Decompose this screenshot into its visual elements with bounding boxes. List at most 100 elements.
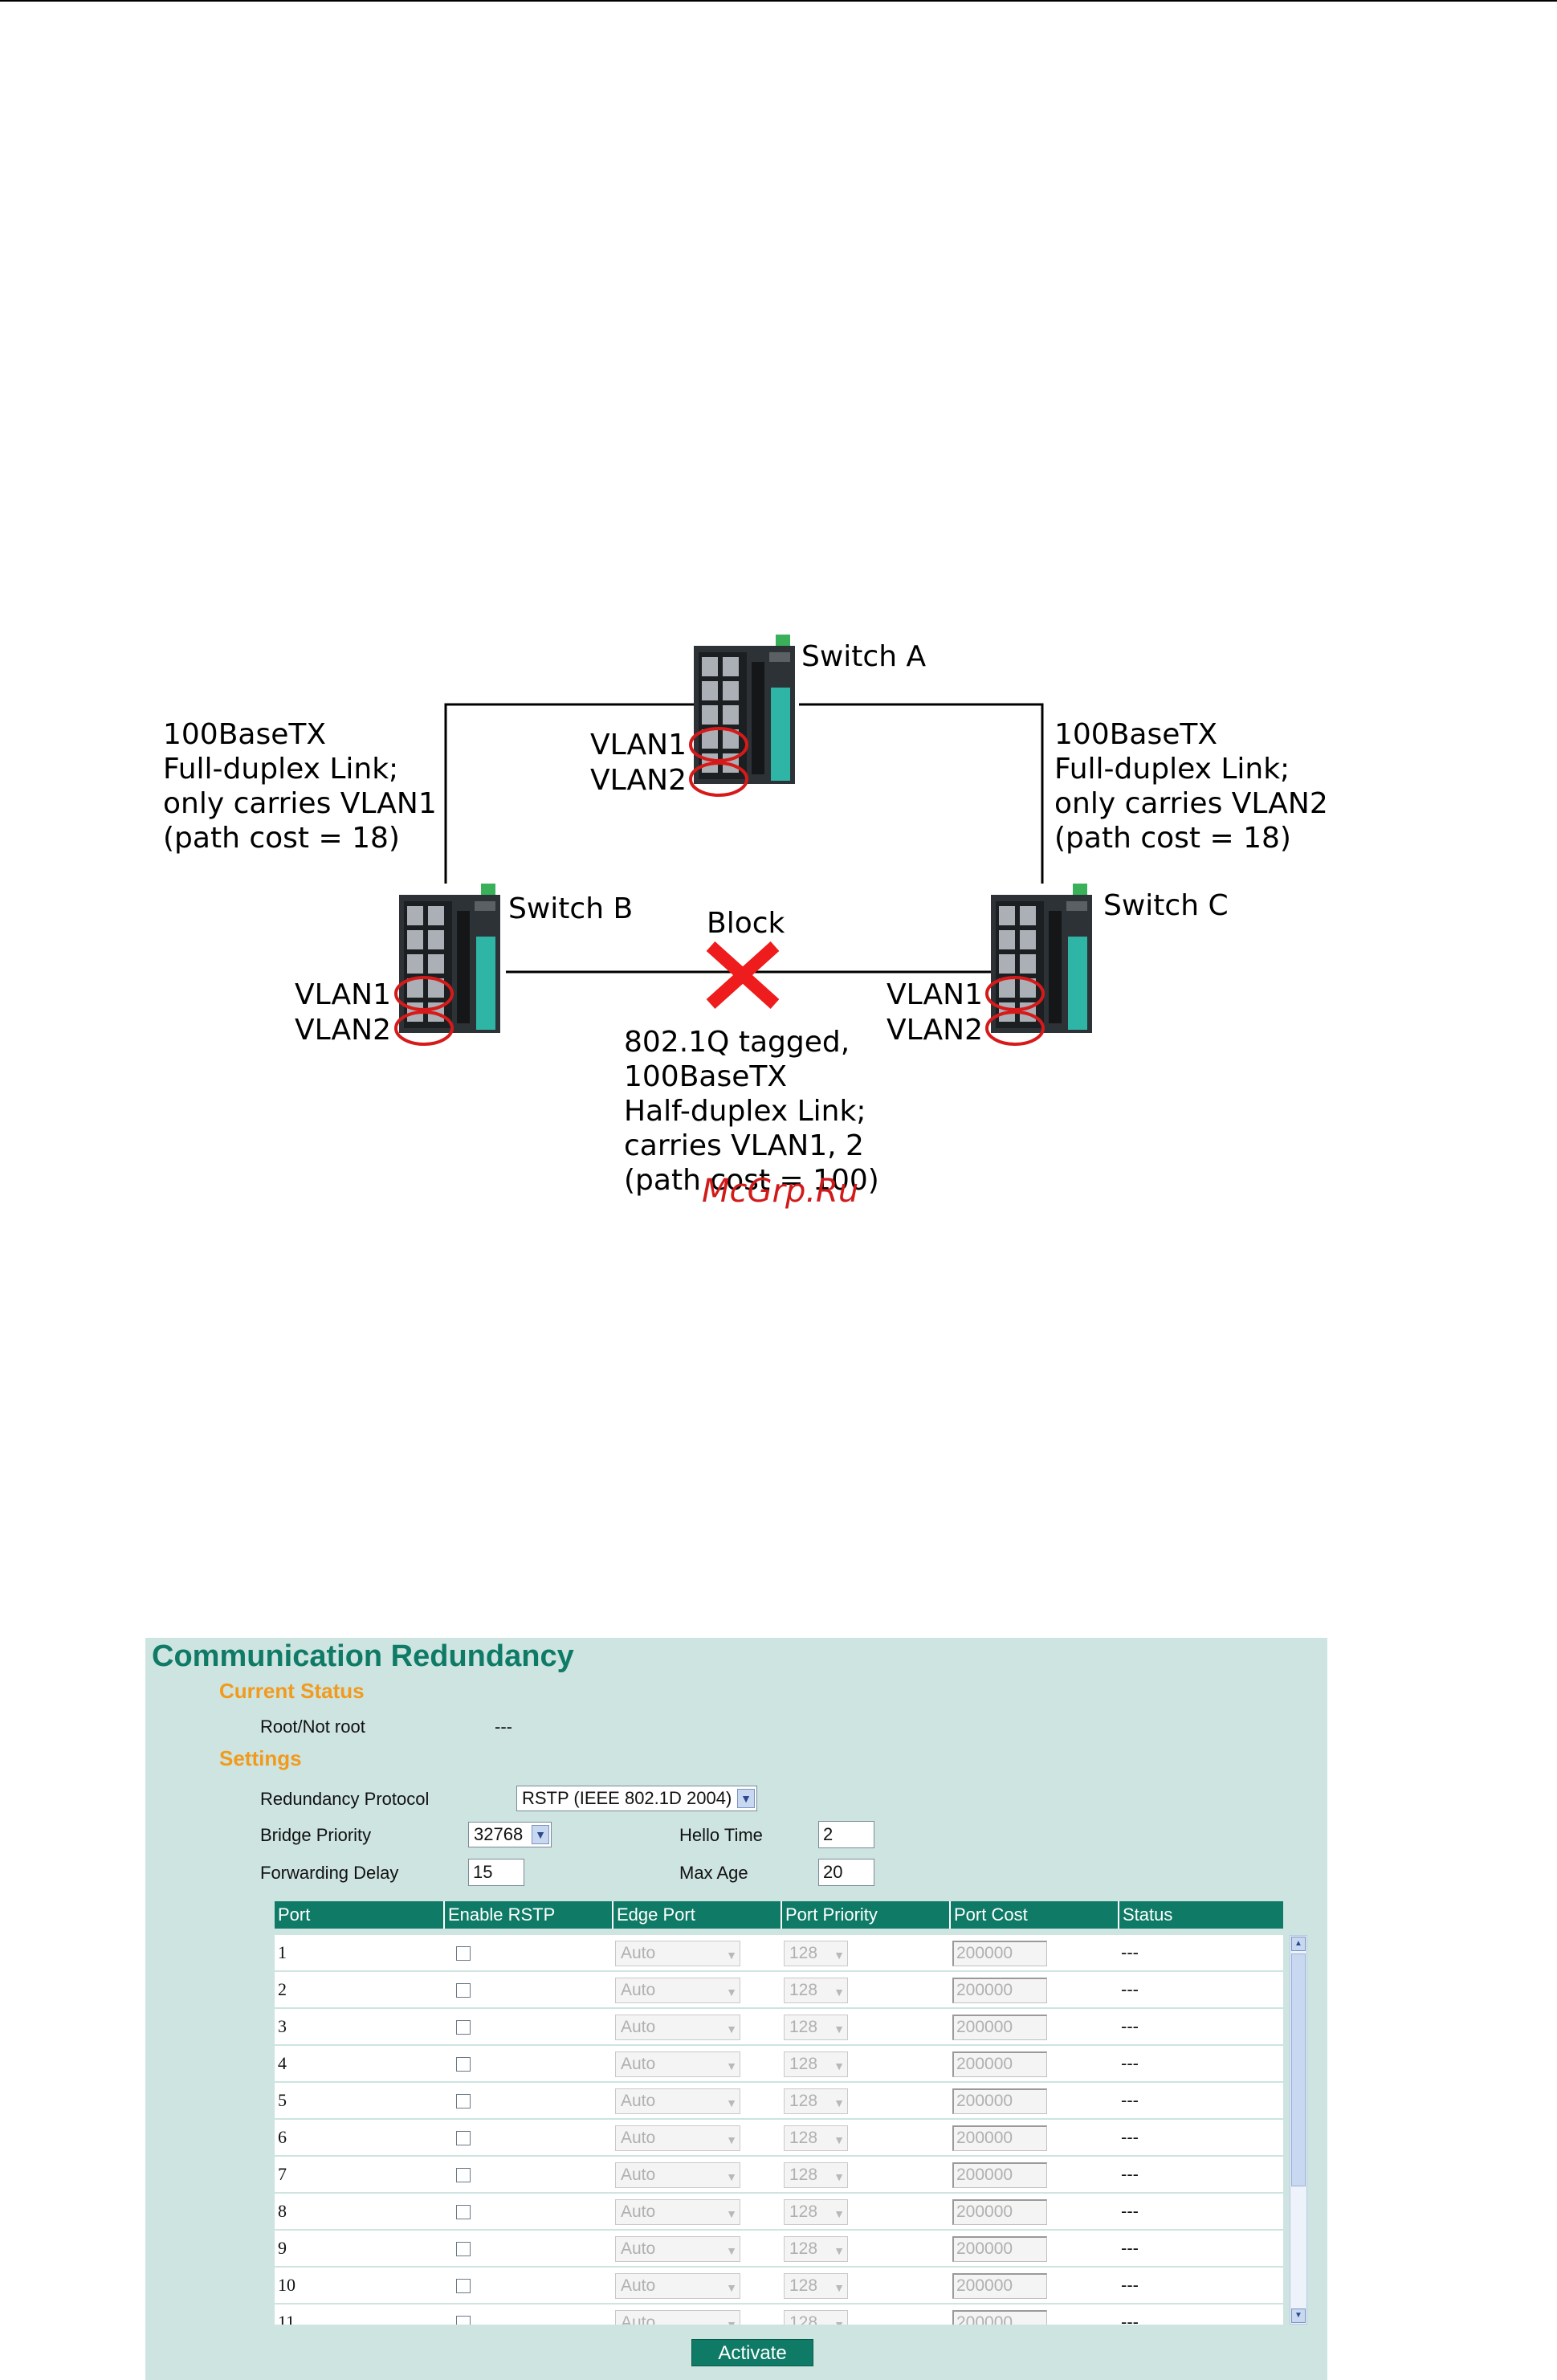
edge-port-value: Auto xyxy=(621,2055,656,2073)
redundancy-protocol-select[interactable]: RSTP (IEEE 802.1D 2004) ▼ xyxy=(516,1786,757,1811)
edge-port-select[interactable]: Auto▼ xyxy=(615,2273,740,2299)
activate-button[interactable]: Activate xyxy=(691,2339,813,2366)
edge-port-select[interactable]: Auto▼ xyxy=(615,2199,740,2225)
port-status: --- xyxy=(1121,2127,1139,2147)
switch-c-vlan1-label: VLAN1 xyxy=(887,978,983,1011)
bridge-priority-select[interactable]: 32768 ▼ xyxy=(468,1822,552,1847)
redundancy-protocol-value: RSTP (IEEE 802.1D 2004) xyxy=(522,1788,732,1808)
enable-rstp-checkbox[interactable] xyxy=(456,2168,471,2182)
edge-port-select[interactable]: Auto▼ xyxy=(615,2236,740,2262)
port-priority-select[interactable]: 128▼ xyxy=(784,2015,848,2040)
chevron-down-icon: ▼ xyxy=(726,2318,737,2325)
port-priority-select[interactable]: 128▼ xyxy=(784,2310,848,2325)
hello-time-input[interactable]: 2 xyxy=(818,1821,874,1848)
port-cost-input[interactable]: 200000 xyxy=(952,2236,1047,2262)
chevron-down-icon: ▼ xyxy=(726,2281,737,2294)
switch-c-vlan1-port-circle xyxy=(985,976,1045,1011)
page-top-rule xyxy=(0,0,1557,2)
port-priority-value: 128 xyxy=(789,1944,818,1962)
port-priority-select[interactable]: 128▼ xyxy=(784,2125,848,2151)
settings-heading: Settings xyxy=(219,1746,302,1770)
bottom-link-line-1: 802.1Q tagged, xyxy=(624,1026,850,1059)
enable-rstp-checkbox[interactable] xyxy=(456,2279,471,2293)
scroll-down-icon[interactable]: ▼ xyxy=(1291,2309,1306,2323)
edge-port-value: Auto xyxy=(621,2202,656,2221)
max-age-input[interactable]: 20 xyxy=(818,1859,874,1886)
port-priority-select[interactable]: 128▼ xyxy=(784,2199,848,2225)
chevron-down-icon: ▼ xyxy=(834,1949,845,1962)
forwarding-delay-input[interactable]: 15 xyxy=(468,1859,524,1886)
edge-port-select[interactable]: Auto▼ xyxy=(615,2310,740,2325)
edge-port-value: Auto xyxy=(621,2018,656,2036)
max-age-label: Max Age xyxy=(679,1863,748,1883)
edge-port-select[interactable]: Auto▼ xyxy=(615,1941,740,1966)
edge-port-select[interactable]: Auto▼ xyxy=(615,2088,740,2114)
port-cost-input[interactable]: 200000 xyxy=(952,2088,1047,2114)
port-priority-select[interactable]: 128▼ xyxy=(784,2162,848,2188)
port-status: --- xyxy=(1121,1942,1139,1962)
edge-port-select[interactable]: Auto▼ xyxy=(615,2051,740,2077)
enable-rstp-checkbox[interactable] xyxy=(456,2205,471,2219)
port-priority-select[interactable]: 128▼ xyxy=(784,1978,848,2003)
enable-rstp-checkbox[interactable] xyxy=(456,1946,471,1961)
port-priority-select[interactable]: 128▼ xyxy=(784,2088,848,2114)
enable-rstp-checkbox[interactable] xyxy=(456,1983,471,1998)
port-number: 5 xyxy=(278,2090,287,2110)
port-status: --- xyxy=(1121,2312,1139,2325)
enable-rstp-checkbox[interactable] xyxy=(456,2094,471,2109)
bottom-link-line-3: Half-duplex Link; xyxy=(624,1095,866,1128)
switch-a-vlan2-label: VLAN2 xyxy=(590,764,687,797)
enable-rstp-checkbox[interactable] xyxy=(456,2057,471,2072)
edge-port-select[interactable]: Auto ▼ xyxy=(615,1978,740,2003)
port-priority-select[interactable]: 128▼ xyxy=(784,2236,848,2262)
port-table-header: Port Enable RSTP Edge Port Port Priority… xyxy=(275,1901,1283,1929)
port-cost-input[interactable]: 200000 xyxy=(952,2162,1047,2188)
port-priority-select[interactable]: 128 ▼ xyxy=(784,1941,848,1966)
edge-port-select[interactable]: Auto▼ xyxy=(615,2125,740,2151)
port-status: --- xyxy=(1121,2053,1139,2073)
bottom-link-line-4: carries VLAN1, 2 xyxy=(624,1129,864,1162)
edge-port-select[interactable]: Auto▼ xyxy=(615,2162,740,2188)
scroll-up-icon[interactable]: ▲ xyxy=(1291,1937,1306,1951)
port-priority-select[interactable]: 128▼ xyxy=(784,2273,848,2299)
enable-rstp-checkbox[interactable] xyxy=(456,2131,471,2145)
edge-port-value: Auto xyxy=(621,2239,656,2258)
edge-port-select[interactable]: Auto ▼ xyxy=(615,2015,740,2040)
switch-c-vlan2-port-circle xyxy=(985,1010,1045,1046)
enable-rstp-checkbox[interactable] xyxy=(456,2316,471,2325)
scrollbar-thumb[interactable] xyxy=(1291,1953,1306,2186)
chevron-down-icon: ▼ xyxy=(726,2023,737,2035)
port-table-scrollbar[interactable]: ▲ ▼ xyxy=(1290,1935,1307,2325)
port-cost-input[interactable]: 200000 xyxy=(952,2310,1047,2325)
port-cost-input[interactable]: 200000 xyxy=(952,2125,1047,2151)
port-cost-input[interactable]: 200000 xyxy=(952,1978,1047,2003)
enable-rstp-checkbox[interactable] xyxy=(456,2020,471,2035)
port-cost-input[interactable]: 200000 xyxy=(952,1941,1047,1966)
port-status: --- xyxy=(1121,2238,1139,2258)
left-link-line-3: only carries VLAN1 xyxy=(163,787,437,820)
chevron-down-icon: ▼ xyxy=(726,1986,737,1998)
port-cost-input[interactable]: 200000 xyxy=(952,2051,1047,2077)
port-cost-input[interactable]: 200000 xyxy=(952,2015,1047,2040)
switch-c-icon xyxy=(991,884,1092,1033)
switch-c-label: Switch C xyxy=(1103,889,1229,922)
port-status: --- xyxy=(1121,2201,1139,2221)
edge-port-value: Auto xyxy=(621,2092,656,2110)
chevron-down-icon: ▼ xyxy=(834,2023,845,2035)
block-label: Block xyxy=(707,907,785,940)
port-priority-select[interactable]: 128▼ xyxy=(784,2051,848,2077)
port-number: 10 xyxy=(278,2275,296,2295)
enable-rstp-checkbox[interactable] xyxy=(456,2242,471,2256)
left-link-line-4: (path cost = 18) xyxy=(163,822,400,855)
switch-a-vlan1-label: VLAN1 xyxy=(590,729,687,761)
port-cost-input[interactable]: 200000 xyxy=(952,2273,1047,2299)
edge-port-value: Auto xyxy=(621,1981,656,1999)
bridge-priority-value: 32768 xyxy=(474,1824,524,1844)
port-cost-input[interactable]: 200000 xyxy=(952,2199,1047,2225)
column-header-port-cost: Port Cost xyxy=(949,1901,1118,1929)
edge-port-value: Auto xyxy=(621,2129,656,2147)
